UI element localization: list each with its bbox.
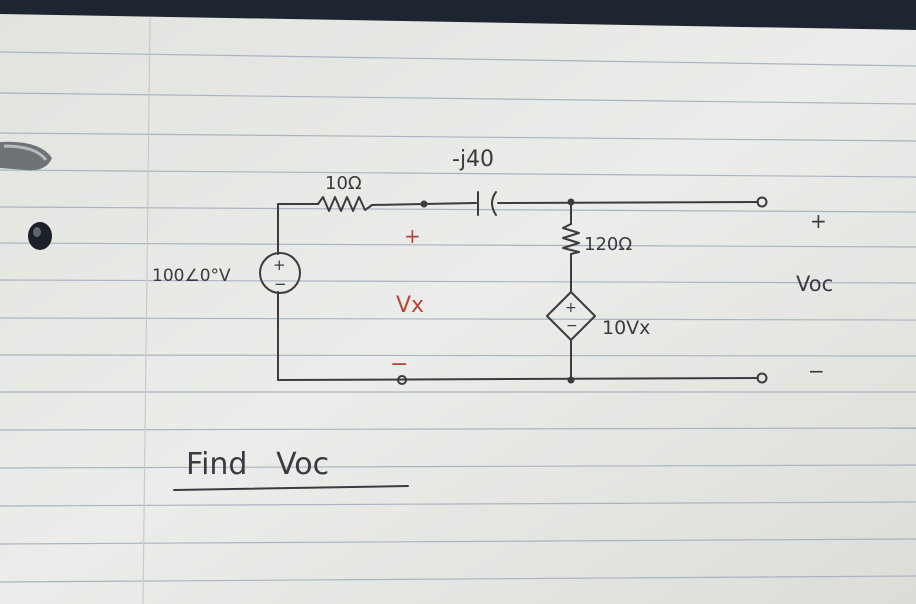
wire-node-cap <box>423 202 477 205</box>
source-minus-sign: − <box>274 275 287 293</box>
dependent-source-label: 10Vx <box>602 317 650 339</box>
voc-plus-sign: + <box>810 209 827 233</box>
vx-plus-sign: + <box>404 224 421 248</box>
source-label: 100∠0°V <box>152 266 231 286</box>
binder-ring <box>0 141 52 171</box>
capacitor-label: -j40 <box>452 147 494 172</box>
terminal-top <box>756 196 768 208</box>
resistor-10-ohm-symbol <box>317 196 373 212</box>
margin-line <box>142 17 151 604</box>
node-vx-top <box>420 200 428 208</box>
caption-underline <box>173 485 409 491</box>
vx-label: Vx <box>396 293 424 318</box>
circuit-wires <box>277 201 759 381</box>
node-vx-bottom <box>397 375 407 385</box>
node-branch-bottom <box>567 376 575 384</box>
voc-label: Voc <box>796 272 833 296</box>
dependent-plus-sign: + <box>565 300 577 316</box>
terminal-bottom <box>756 372 768 384</box>
dependent-source-symbol <box>546 291 596 341</box>
source-plus-sign: + <box>273 256 286 274</box>
vx-minus-sign: − <box>390 352 408 377</box>
node-branch-top <box>567 198 575 206</box>
resistor-120-ohm-label: 120Ω <box>584 234 632 255</box>
binder-hole <box>28 222 52 250</box>
binder-hole-highlight <box>33 227 41 237</box>
voltage-source-symbol <box>259 252 301 294</box>
wire-r1-node <box>371 203 425 206</box>
find-voc-caption: Find Voc <box>186 447 329 482</box>
voc-minus-sign: − <box>808 359 825 383</box>
paper-sheet <box>0 14 916 604</box>
capacitor-symbol <box>477 191 497 216</box>
wire-bottom <box>277 377 759 381</box>
wire-cap-right <box>497 201 759 204</box>
resistor-120-ohm-symbol <box>562 223 580 255</box>
dependent-minus-sign: − <box>566 318 578 334</box>
resistor-10-ohm-label: 10Ω <box>325 173 362 194</box>
ruled-lines <box>0 51 916 583</box>
